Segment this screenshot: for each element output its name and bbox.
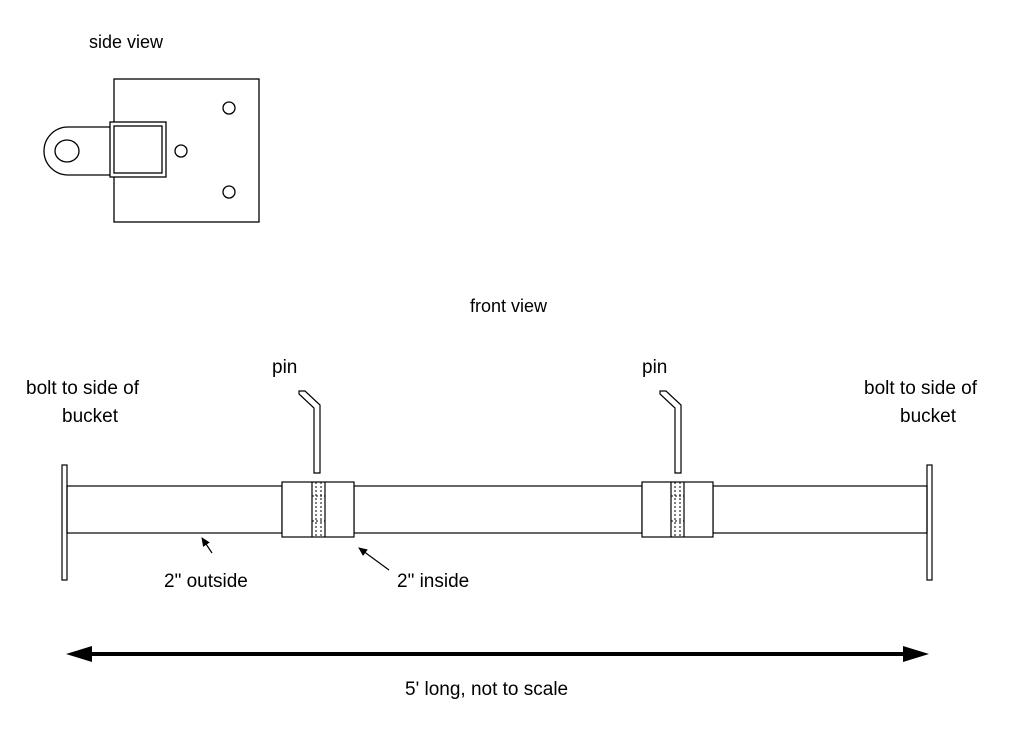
inner-tube — [353, 485, 643, 534]
lug-ear — [43, 126, 110, 176]
lug-hole — [54, 139, 80, 163]
tube-inner-section — [113, 125, 163, 174]
inside-callout-arrow — [358, 547, 390, 571]
side-view-label: side view — [89, 32, 164, 52]
pin-left — [298, 390, 321, 474]
pin-right-label: pin — [642, 357, 667, 378]
sleeve-left — [281, 481, 355, 538]
bolt-left-label-line1: bolt to side of — [26, 378, 140, 399]
length-note: 5' long, not to scale — [405, 679, 568, 700]
bolt-right-label-line2: bucket — [900, 406, 957, 427]
end-plate-left — [61, 464, 68, 581]
pin-hole — [174, 144, 188, 158]
sleeve-right — [641, 481, 714, 538]
bolt-hole-bottom — [222, 185, 236, 199]
tube-outer-section — [109, 121, 167, 178]
pin-right — [659, 390, 682, 474]
end-plate-right — [926, 464, 933, 581]
bolt-hole-top — [222, 101, 236, 115]
outer-tube-left — [66, 485, 283, 534]
inside-label: 2" inside — [397, 571, 469, 592]
bolt-left-label-line2: bucket — [62, 406, 119, 427]
outside-label: 2" outside — [164, 571, 248, 592]
outer-tube-right — [712, 485, 928, 534]
outside-callout-arrow — [201, 537, 213, 554]
front-view: front view — [26, 296, 978, 700]
front-view-label: front view — [470, 296, 548, 316]
side-view: side view — [43, 32, 260, 223]
pin-left-label: pin — [272, 357, 297, 378]
bolt-right-label-line1: bolt to side of — [864, 378, 978, 399]
length-dimension-arrow — [66, 646, 929, 662]
